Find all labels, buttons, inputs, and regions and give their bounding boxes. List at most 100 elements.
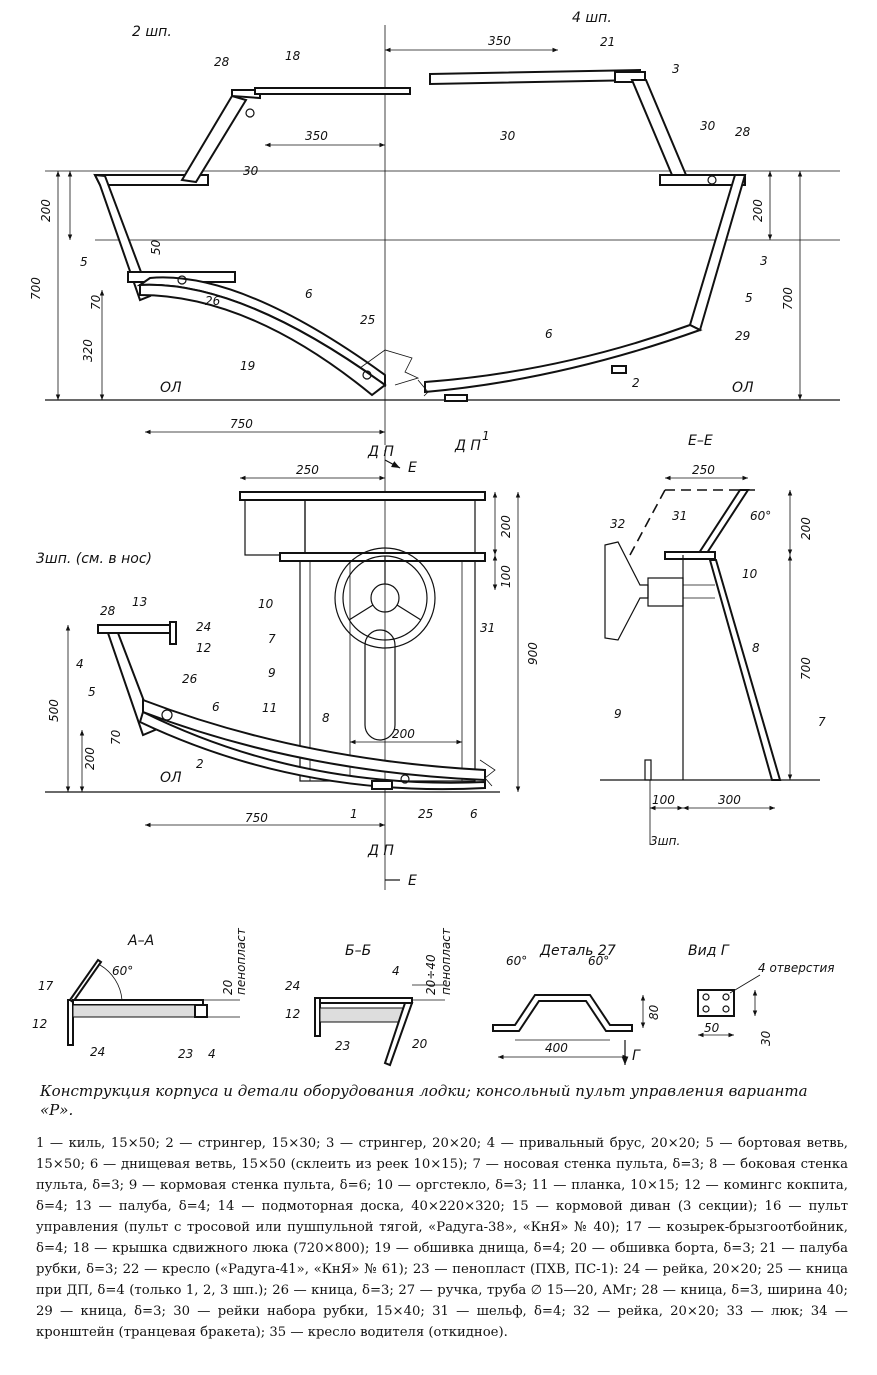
part-31-ee: 31 xyxy=(672,509,687,523)
dim-20-aa: 20 xyxy=(221,979,235,995)
dim-20-40-bb: 20÷40 xyxy=(424,954,438,995)
frame3-keel xyxy=(371,780,393,790)
part-8-mid: 8 xyxy=(322,711,330,725)
title-section-aa: А–А xyxy=(127,933,154,949)
frame4-stringer-2 xyxy=(611,365,627,374)
label-ol-mid: ОЛ xyxy=(160,770,182,786)
aa-foam xyxy=(72,1004,204,1018)
frames-2-4-section: 2 шп. 4 шп. 200 700 320 70 50 750 350 35… xyxy=(29,10,840,454)
frame4-keel xyxy=(444,394,468,402)
frame4-knee-hole xyxy=(707,175,717,185)
part-28-mid: 28 xyxy=(100,604,116,618)
frame4-cabin-deck xyxy=(429,68,641,86)
dim-200-left: 200 xyxy=(39,199,53,222)
frame3-coaming xyxy=(169,621,177,645)
part-10-ee: 10 xyxy=(742,567,758,581)
penoplast-aa: пенопласт xyxy=(234,927,248,995)
title-view-g: Вид Г xyxy=(688,943,730,959)
label-dp-mid: Д П xyxy=(367,444,394,460)
dim-750-top: 750 xyxy=(230,417,253,431)
aa-deck xyxy=(72,999,204,1006)
part-12-bb: 12 xyxy=(285,1007,300,1021)
label-ol-right: ОЛ xyxy=(732,380,754,396)
part-5-left: 5 xyxy=(80,255,88,269)
frame2-knee-hole xyxy=(245,108,255,118)
label-frame3-ee: 3шп. xyxy=(650,834,680,848)
steering-wheel-spokes xyxy=(348,556,422,621)
part-19: 19 xyxy=(240,359,255,373)
part-26-left: 26 xyxy=(205,294,221,308)
label-dp-top: Д П xyxy=(454,438,481,454)
part-5-mid: 5 xyxy=(88,685,96,699)
dim-70-left: 70 xyxy=(89,294,103,310)
frame2-bottom-plating xyxy=(139,283,387,397)
frame3-bottom-branch xyxy=(142,698,486,782)
angle-60-ee: 60° xyxy=(750,509,771,523)
steering-wheel-rim xyxy=(334,547,436,649)
ee-windshield-dashed-left xyxy=(629,489,666,556)
dim-400: 400 xyxy=(545,1041,568,1055)
part-25-mid: 25 xyxy=(418,807,433,821)
part-12-mid: 12 xyxy=(196,641,211,655)
aa-coaming xyxy=(67,999,74,1046)
part-7-mid: 7 xyxy=(268,632,276,646)
windshield-left-glass xyxy=(244,499,306,556)
frame-3-console-section: 3шп. (см. в нос) Е Д П Д П Е ОЛ 250 200 … xyxy=(36,444,540,890)
dim-80: 80 xyxy=(647,1004,661,1020)
part-4-aa: 4 xyxy=(208,1047,216,1061)
ee-steering-column xyxy=(647,577,684,607)
frame3-deck xyxy=(97,624,176,634)
dim-200-mid: 200 xyxy=(499,515,513,538)
title-section-ee: Е–Е xyxy=(688,433,713,449)
part-6-left: 6 xyxy=(305,287,313,301)
ee-windshield xyxy=(695,489,750,557)
dim-200-console: 200 xyxy=(392,727,415,741)
dim-320-left: 320 xyxy=(81,339,95,362)
view-g-leader xyxy=(729,974,761,994)
penoplast-bb: пенопласт xyxy=(439,927,453,995)
section-e-e: Е–Е 250 200 700 100 300 60° 3шп. 32 31 1… xyxy=(600,433,826,848)
part-6-mid: 6 xyxy=(212,700,220,714)
windshield-center-glass xyxy=(304,499,476,556)
dim-200-right: 200 xyxy=(751,199,765,222)
label-dp-bottom: Д П xyxy=(367,843,394,859)
dim-250-ee: 250 xyxy=(692,463,715,477)
part-23-aa: 23 xyxy=(178,1047,193,1061)
bb-foam xyxy=(319,1007,406,1023)
frame2-keel-hole xyxy=(362,370,372,380)
part-7-ee: 7 xyxy=(818,715,826,729)
part-32: 32 xyxy=(610,517,625,531)
part-1-mid: 1 xyxy=(350,807,358,821)
part-8-ee: 8 xyxy=(752,641,760,655)
angle-60-aa: 60° xyxy=(112,964,133,978)
dim-300-ee: 300 xyxy=(718,793,741,807)
frame4-bottom-branch xyxy=(424,323,703,394)
bb-side-plating xyxy=(383,1002,414,1067)
part-6-right: 6 xyxy=(545,327,553,341)
part-30-right: 30 xyxy=(700,119,716,133)
detail-27-handle: Деталь 27 400 80 60° 60° Г xyxy=(492,943,661,1065)
part-24-aa: 24 xyxy=(90,1045,105,1059)
frame2-hatch-cover xyxy=(254,87,411,95)
part-31-mid: 31 xyxy=(480,621,495,635)
part-30-mid: 30 xyxy=(500,129,516,143)
ee-floor-stringer xyxy=(644,759,652,781)
aa-spray-visor xyxy=(68,958,103,1004)
part-25-top: 25 xyxy=(360,313,375,327)
part-2-top: 2 xyxy=(632,376,640,390)
title-section-bb: Б–Б xyxy=(345,943,371,959)
angle-60-detail-right: 60° xyxy=(588,954,609,968)
dim-900: 900 xyxy=(526,642,540,665)
part-24-bb: 24 xyxy=(285,979,300,993)
section-b-b: Б–Б 20÷40 пенопласт 4 24 12 23 20 xyxy=(285,927,453,1067)
dim-50-left: 50 xyxy=(149,239,163,255)
part-29: 29 xyxy=(735,329,750,343)
part-3-right: 3 xyxy=(760,254,768,268)
dim-700-ee: 700 xyxy=(799,657,813,680)
title-detail-27: Деталь 27 xyxy=(539,943,616,959)
part-28-top: 28 xyxy=(214,55,230,69)
part-1-top: 1 xyxy=(482,429,490,443)
console-body xyxy=(299,560,476,782)
frame4-deck-beam xyxy=(659,174,746,186)
part-10-mid: 10 xyxy=(258,597,274,611)
